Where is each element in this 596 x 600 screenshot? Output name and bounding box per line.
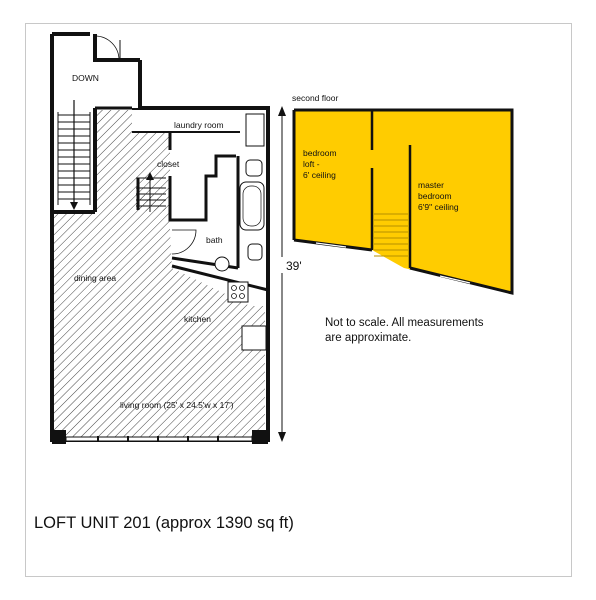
loft-window-2: [439, 275, 471, 284]
stair-landing-hatch: [136, 195, 166, 211]
hatched-living-area: [52, 110, 265, 440]
label-bedroom-loft-1: bedroom: [303, 148, 337, 158]
dimension-label: 39': [286, 259, 302, 273]
vanity-basin: [214, 256, 230, 272]
note-line-2: are approximate.: [325, 332, 411, 344]
label-bath: bath: [206, 235, 223, 245]
down-arrow-head: [70, 202, 78, 210]
label-bedroom-loft-2: loft -: [303, 159, 320, 169]
closet-stair-treads: [136, 177, 166, 207]
kitchen-island: [241, 325, 267, 351]
ground-floor-plan: 39' DOWN laundry room closet bath dining…: [50, 32, 302, 444]
label-living-room: living room (25' x 24.5'w x 17'): [120, 400, 234, 410]
washer: [245, 113, 265, 147]
kitchen-counter-wall: [171, 264, 269, 292]
burner: [231, 285, 237, 291]
dimension-arrow-top: [278, 106, 286, 116]
label-laundry-room: laundry room: [174, 120, 224, 130]
second-floor-plan: second floor bedroom loft - 6' ceiling m…: [292, 93, 514, 295]
label-dining-area: dining area: [74, 273, 116, 283]
label-down: DOWN: [72, 73, 99, 83]
dimension-label-bg: [276, 257, 298, 273]
entry-door-swing: [94, 35, 120, 61]
bath-door-swing: [171, 229, 197, 255]
sink: [245, 159, 263, 177]
bathtub-inner: [242, 185, 262, 227]
outer-frame: [25, 23, 572, 577]
burner: [239, 285, 245, 291]
label-closet: closet: [157, 159, 180, 169]
label-kitchen: kitchen: [184, 314, 211, 324]
label-bedroom-loft-3: 6' ceiling: [303, 170, 336, 180]
up-arrow-head: [146, 172, 154, 180]
burner: [239, 293, 245, 299]
plan-title: LOFT UNIT 201 (approx 1390 sq ft): [34, 514, 294, 532]
loft-stair-treads: [374, 213, 408, 257]
loft-window-1: [315, 242, 347, 248]
front-windows: [52, 430, 268, 444]
dimension-arrow-bottom: [278, 432, 286, 442]
label-master-2: bedroom: [418, 191, 452, 201]
toilet: [247, 243, 263, 261]
note-line-1: Not to scale. All measurements: [325, 317, 484, 329]
laundry-room-walls: [132, 108, 268, 110]
label-master-1: master: [418, 180, 444, 190]
label-second-floor: second floor: [292, 93, 338, 103]
burner: [231, 293, 237, 299]
second-floor-fill: [294, 110, 512, 293]
stove: [227, 281, 249, 303]
label-master-3: 6'9" ceiling: [418, 202, 459, 212]
